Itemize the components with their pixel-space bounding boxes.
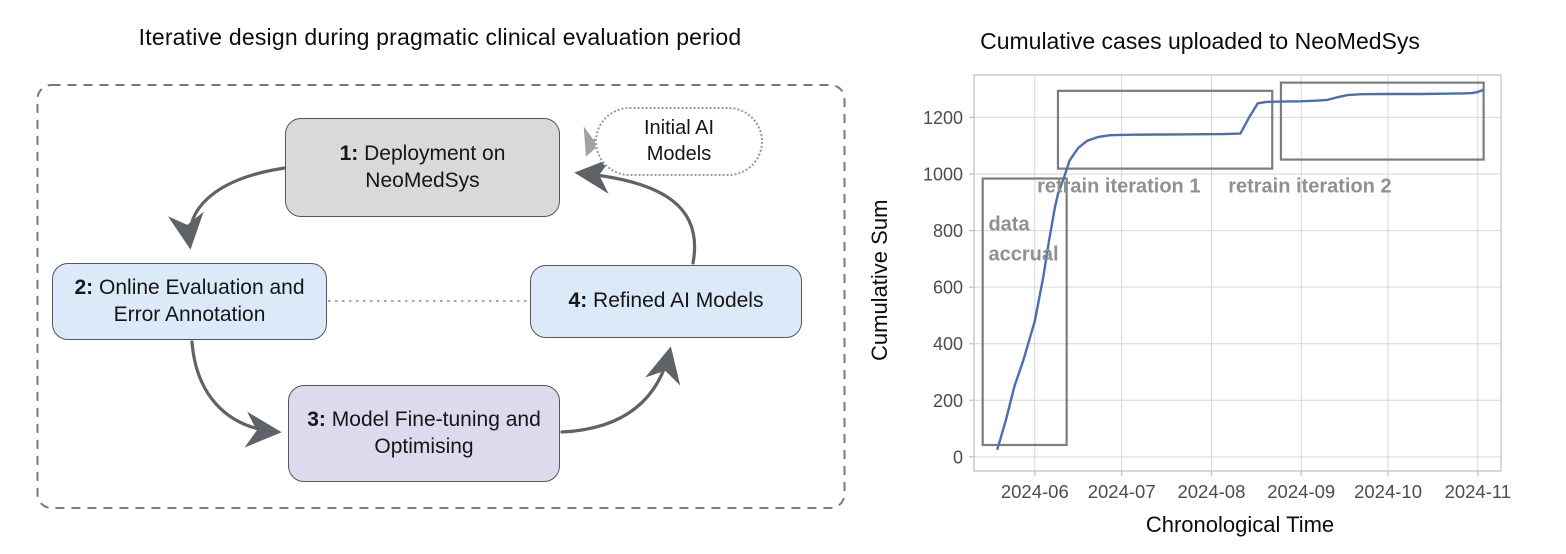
- step2-label: Online Evaluation and Error Annotation: [99, 276, 305, 326]
- step2-number: 2:: [74, 276, 94, 300]
- diagram-connectors-svg: [36, 84, 846, 509]
- tick-label-y-1200: 1200: [923, 108, 963, 128]
- tick-label-y-400: 400: [933, 334, 963, 354]
- annotation-box-retrain-iteration-2: [1279, 81, 1485, 161]
- node-deployment-on-neomedsys: 1: Deployment on NeoMedSys: [285, 118, 560, 217]
- diagram-dashed-border: [36, 84, 846, 509]
- tick-label-y-0: 0: [953, 447, 963, 467]
- tick-label-y-1000: 1000: [923, 165, 963, 185]
- tick-label-x-2024-06: 2024-06: [1001, 481, 1069, 502]
- arrow-step2-to-step3: [190, 340, 282, 448]
- node-online-evaluation: 2: Online Evaluation and Error Annotatio…: [52, 263, 327, 340]
- tick-label-y-600: 600: [933, 278, 963, 298]
- arrow-step4-to-step1: [574, 157, 697, 265]
- diagram-title: Iterative design during pragmatic clinic…: [138, 24, 742, 50]
- annotation-label-retrain-iteration-2-line-1: retrain iteration 2: [1228, 175, 1391, 197]
- annotation-label-retrain-iteration-1-line-1: retrain iteration 1: [1037, 175, 1200, 197]
- tick-label-x-2024-08: 2024-08: [1177, 481, 1245, 502]
- node-online-evaluation-text: 2: Online Evaluation and Error Annotatio…: [53, 275, 326, 328]
- chart-plot-svg: 0 200 400 600 800 1000 1200 2024-06 2024-07 2024-…: [923, 74, 1512, 502]
- node-refined-models-text: 4: Refined AI Models: [569, 288, 764, 314]
- arrow-step1-to-step2: [167, 166, 287, 250]
- step4-label: Refined AI Models: [593, 289, 764, 313]
- arrow-step3-to-step4: [560, 346, 681, 434]
- tick-label-x-2024-10: 2024-10: [1354, 481, 1422, 502]
- step1-number: 1:: [339, 142, 359, 166]
- node-model-fine-tuning: 3: Model Fine-tuning and Optimising: [288, 385, 560, 482]
- iterative-design-diagram: Iterative design during pragmatic clinic…: [36, 24, 846, 509]
- tick-label-x-2024-11: 2024-11: [1445, 481, 1512, 502]
- annotation-box-retrain-iteration-1: [1056, 89, 1274, 170]
- node-deployment-text: 1: Deployment on NeoMedSys: [286, 141, 559, 194]
- step3-number: 3:: [307, 408, 326, 432]
- chart-title: Cumulative cases uploaded to NeoMedSys: [980, 28, 1420, 54]
- plot-frame: [973, 74, 1502, 472]
- node-fine-tuning-text: 3: Model Fine-tuning and Optimising: [289, 407, 559, 460]
- annotation-box-data-accrual: [981, 177, 1068, 447]
- series-line-cumulative-cases-uploaded: [996, 88, 1485, 451]
- initial-models-label: Initial AI Models: [643, 117, 715, 165]
- x-axis-label: Chronological Time: [1145, 512, 1335, 537]
- annotation-label-data-accrual-line-1: data: [988, 214, 1030, 236]
- annotation-label-data-accrual-line-2: accrual: [988, 244, 1058, 266]
- step3-label: Model Fine-tuning and Optimising: [331, 408, 541, 458]
- tick-label-y-800: 800: [933, 221, 963, 241]
- cumulative-cases-chart-panel: Cumulative cases uploaded to NeoMedSys C…: [850, 0, 1566, 554]
- node-initial-ai-models: Initial AI Models: [595, 107, 763, 176]
- step4-number: 4:: [568, 289, 588, 313]
- tick-label-x-2024-09: 2024-09: [1267, 481, 1335, 502]
- tick-label-y-200: 200: [933, 391, 963, 411]
- node-refined-ai-models: 4: Refined AI Models: [530, 265, 802, 338]
- step1-label: Deployment on NeoMedSys: [364, 142, 506, 192]
- tick-label-x-2024-07: 2024-07: [1088, 481, 1156, 502]
- initial-models-text: Initial AI Models: [627, 116, 731, 166]
